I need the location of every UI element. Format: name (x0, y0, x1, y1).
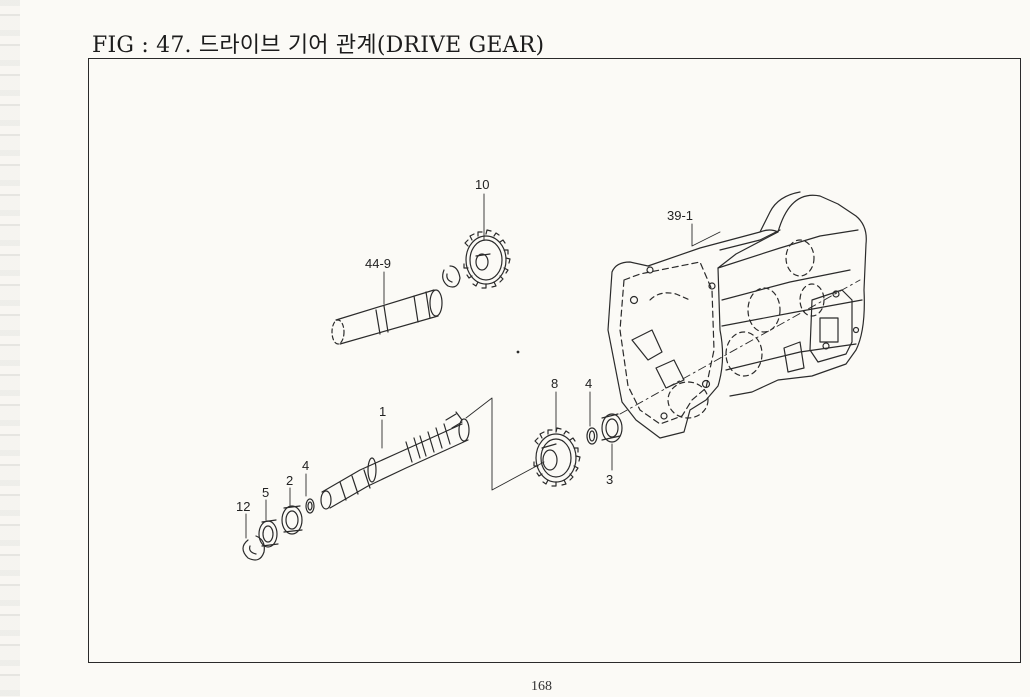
callout-44-9: 44-9 (365, 256, 391, 271)
callout-5: 5 (262, 485, 269, 500)
gear-8 (533, 427, 581, 487)
page-number: 168 (531, 679, 552, 694)
bearing-5 (258, 519, 279, 548)
callout-8: 8 (551, 376, 558, 391)
callout-2: 2 (286, 473, 293, 488)
callout-10: 10 (475, 177, 489, 192)
callout-4-right: 4 (585, 376, 592, 391)
idler-shaft-44-9 (331, 289, 443, 345)
callout-leader-lines (245, 193, 721, 539)
callout-39-1: 39-1 (667, 208, 693, 223)
assembly-leader-line (465, 397, 545, 491)
scan-edge-artifact (0, 0, 20, 697)
bearing-3 (601, 413, 623, 443)
figure-title: FIG : 47. 드라이브 기어 관계(DRIVE GEAR) (92, 33, 545, 58)
callout-12: 12 (236, 499, 250, 514)
callout-4-left: 4 (302, 458, 309, 473)
snap-ring-4-right (586, 427, 598, 445)
bearing-2 (281, 505, 303, 535)
callout-1: 1 (379, 404, 386, 419)
callout-3: 3 (606, 472, 613, 487)
drive-shaft-1 (320, 411, 470, 510)
transmission-case (607, 191, 867, 439)
figure-frame (88, 58, 1021, 663)
gear-10 (463, 229, 511, 289)
snap-ring-upper (442, 265, 461, 288)
snap-ring-12 (242, 535, 265, 561)
snap-ring-4-left (305, 498, 315, 514)
